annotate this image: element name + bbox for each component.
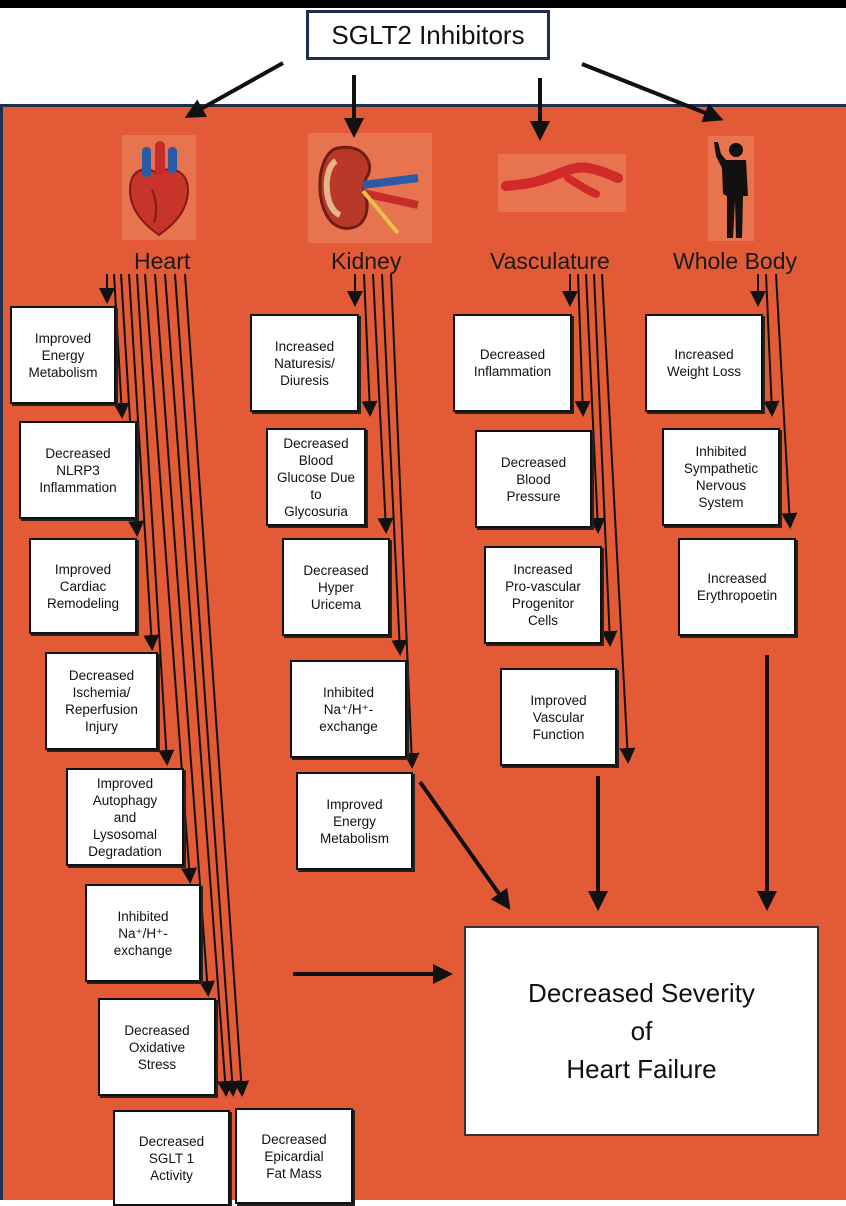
- box-heart-cardiac-remodeling: Improved Cardiac Remodeling: [29, 538, 137, 634]
- box-heart-na-h-exchange: Inhibited Na⁺/H⁺- exchange: [85, 884, 201, 982]
- box-body-erythropoetin: Increased Erythropoetin: [678, 538, 796, 636]
- human-figure-icon: [708, 136, 754, 241]
- blood-vessel-icon: [498, 154, 626, 212]
- column-label-whole-body: Whole Body: [673, 248, 798, 274]
- diagram-title: SGLT2 Inhibitors: [306, 10, 550, 60]
- box-body-weight-loss: Increased Weight Loss: [645, 314, 763, 412]
- box-heart-autophagy: Improved Autophagy and Lysosomal Degrada…: [66, 768, 184, 866]
- box-vasculature-vascular-function: Improved Vascular Function: [500, 668, 617, 766]
- top-bar: [0, 0, 846, 8]
- box-heart-nlrp3-inflammation: Decreased NLRP3 Inflammation: [19, 421, 137, 519]
- outcome-box: Decreased Severity of Heart Failure: [464, 926, 819, 1136]
- box-kidney-hyper-uricema: Decreased Hyper Uricema: [282, 538, 390, 636]
- box-vasculature-blood-pressure: Decreased Blood Pressure: [475, 430, 592, 528]
- box-heart-epicardial-fat: Decreased Epicardial Fat Mass: [235, 1108, 353, 1204]
- box-heart-energy-metabolism: Improved Energy Metabolism: [10, 306, 116, 404]
- box-heart-oxidative-stress: Decreased Oxidative Stress: [98, 998, 216, 1096]
- box-vasculature-progenitor-cells: Increased Pro-vascular Progenitor Cells: [484, 546, 602, 644]
- box-vasculature-inflammation: Decreased Inflammation: [453, 314, 572, 412]
- box-kidney-blood-glucose: Decreased Blood Glucose Due to Glycosuri…: [266, 428, 366, 526]
- box-heart-sglt1-activity: Decreased SGLT 1 Activity: [113, 1110, 230, 1206]
- column-label-heart: Heart: [134, 248, 191, 274]
- box-kidney-energy-metabolism: Improved Energy Metabolism: [296, 772, 413, 870]
- box-heart-ischemia-reperfusion: Decreased Ischemia/ Reperfusion Injury: [45, 652, 158, 750]
- heart-icon: [122, 135, 196, 240]
- column-label-kidney: Kidney: [331, 248, 402, 274]
- kidney-icon: [308, 133, 432, 243]
- box-kidney-naturesis: Increased Naturesis/ Diuresis: [250, 314, 359, 412]
- box-kidney-na-h-exchange: Inhibited Na⁺/H⁺- exchange: [290, 660, 407, 758]
- column-label-vasculature: Vasculature: [490, 248, 610, 274]
- box-body-sympathetic-nervous: Inhibited Sympathetic Nervous System: [662, 428, 780, 526]
